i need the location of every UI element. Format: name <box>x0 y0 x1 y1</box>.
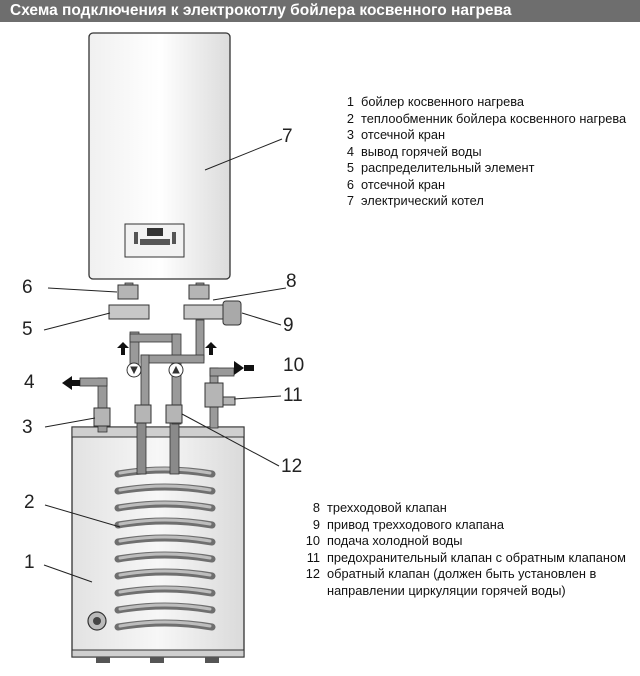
legend-item: 4 вывод горячей воды <box>340 144 630 161</box>
legend-text: электрический котел <box>361 193 484 208</box>
legend-number: 5 <box>346 160 354 175</box>
cold-water-arrow-icon <box>234 361 244 375</box>
legend-text: отсечной кран <box>361 127 446 142</box>
legend-text: обратный клапан (должен быть установлен … <box>327 566 597 598</box>
legend-number: 6 <box>346 176 354 192</box>
callout-7: 7 <box>282 126 293 147</box>
legend-text: распределительный элемент <box>361 160 535 175</box>
legend-number: 4 <box>346 143 354 159</box>
callout-12: 12 <box>281 456 303 477</box>
electric-boiler <box>88 32 231 280</box>
valve-actuator <box>222 300 242 326</box>
leader-lines <box>43 138 287 583</box>
legend-text: предохранительный клапан с обратным клап… <box>327 549 626 565</box>
legend-text: привод трехходового клапана <box>327 516 504 532</box>
legend-text: теплообменник бойлера косвенного нагрева <box>361 110 627 126</box>
callout-4: 4 <box>24 372 35 393</box>
drain-arrow-right-icon <box>205 342 217 355</box>
legend-item: 10 подача холодной воды <box>302 533 632 550</box>
valves <box>93 284 242 427</box>
shutoff-valve-hot-water <box>93 407 111 427</box>
three-way-valve <box>183 304 225 320</box>
drain-arrow-left-icon <box>117 342 129 355</box>
legend-number: 12 <box>305 566 320 581</box>
callout-1: 1 <box>24 552 35 573</box>
callout-11: 11 <box>283 385 303 406</box>
legend-number: 9 <box>312 516 320 532</box>
callout-8: 8 <box>286 271 297 292</box>
legend-number: 8 <box>312 500 320 515</box>
legend-number: 10 <box>305 533 320 548</box>
callout-6: 6 <box>22 277 33 298</box>
callout-5: 5 <box>22 319 33 340</box>
legend-item: 9 привод трехходового клапана <box>302 517 632 534</box>
indirect-heating-tank <box>71 426 245 663</box>
coil-heat-exchanger <box>114 419 216 631</box>
legend-text: вывод горячей воды <box>361 143 482 159</box>
safety-valve <box>204 382 224 408</box>
callout-9: 9 <box>283 315 294 336</box>
legend-item: 6 отсечной кран <box>340 177 630 194</box>
shutoff-valve-right <box>188 284 210 300</box>
legend-text: трехходовой клапан <box>327 500 447 515</box>
legend-text: бойлер косвенного нагрева <box>361 94 525 109</box>
legend-item: 2 теплообменник бойлера косвенного нагрев… <box>340 111 630 128</box>
distribution-element-left <box>108 304 150 320</box>
legend-bottom: 8 трехходовой клапан 9 привод трехходового… <box>302 500 632 599</box>
legend-item: 8 трехходовой клапан <box>302 500 632 517</box>
legend-top: 1 бойлер косвенного нагрева 2 теплообменни… <box>340 94 630 210</box>
hot-water-arrow-icon <box>62 376 72 390</box>
legend-number: 11 <box>306 549 320 565</box>
diagram-title: Схема подключения к электрокотлу бойлера… <box>10 2 512 19</box>
callout-10: 10 <box>283 355 305 376</box>
callout-3: 3 <box>22 417 33 438</box>
legend-item: 7 электрический котел <box>340 193 630 210</box>
legend-item: 5 распределительный элемент <box>340 160 630 177</box>
legend-item: 1 бойлер косвенного нагрева <box>340 94 630 111</box>
legend-number: 2 <box>346 110 354 126</box>
legend-item: 11 предохранительный клапан с обратным кл… <box>302 550 632 567</box>
legend-text: подача холодной воды <box>327 533 463 548</box>
legend-text: отсечной кран <box>361 176 446 192</box>
legend-item: 3 отсечной кран <box>340 127 630 144</box>
check-valve <box>165 404 183 424</box>
legend-number: 1 <box>346 94 354 109</box>
boiler-display-icon <box>147 228 163 236</box>
legend-number: 7 <box>346 193 354 208</box>
legend-number: 3 <box>346 127 354 142</box>
shutoff-valve-left <box>117 284 139 300</box>
legend-item: 12 обратный клапан (должен быть установле… <box>302 566 632 599</box>
title-bar: Схема подключения к электрокотлу бойлера… <box>0 0 640 22</box>
callout-2: 2 <box>24 492 35 513</box>
